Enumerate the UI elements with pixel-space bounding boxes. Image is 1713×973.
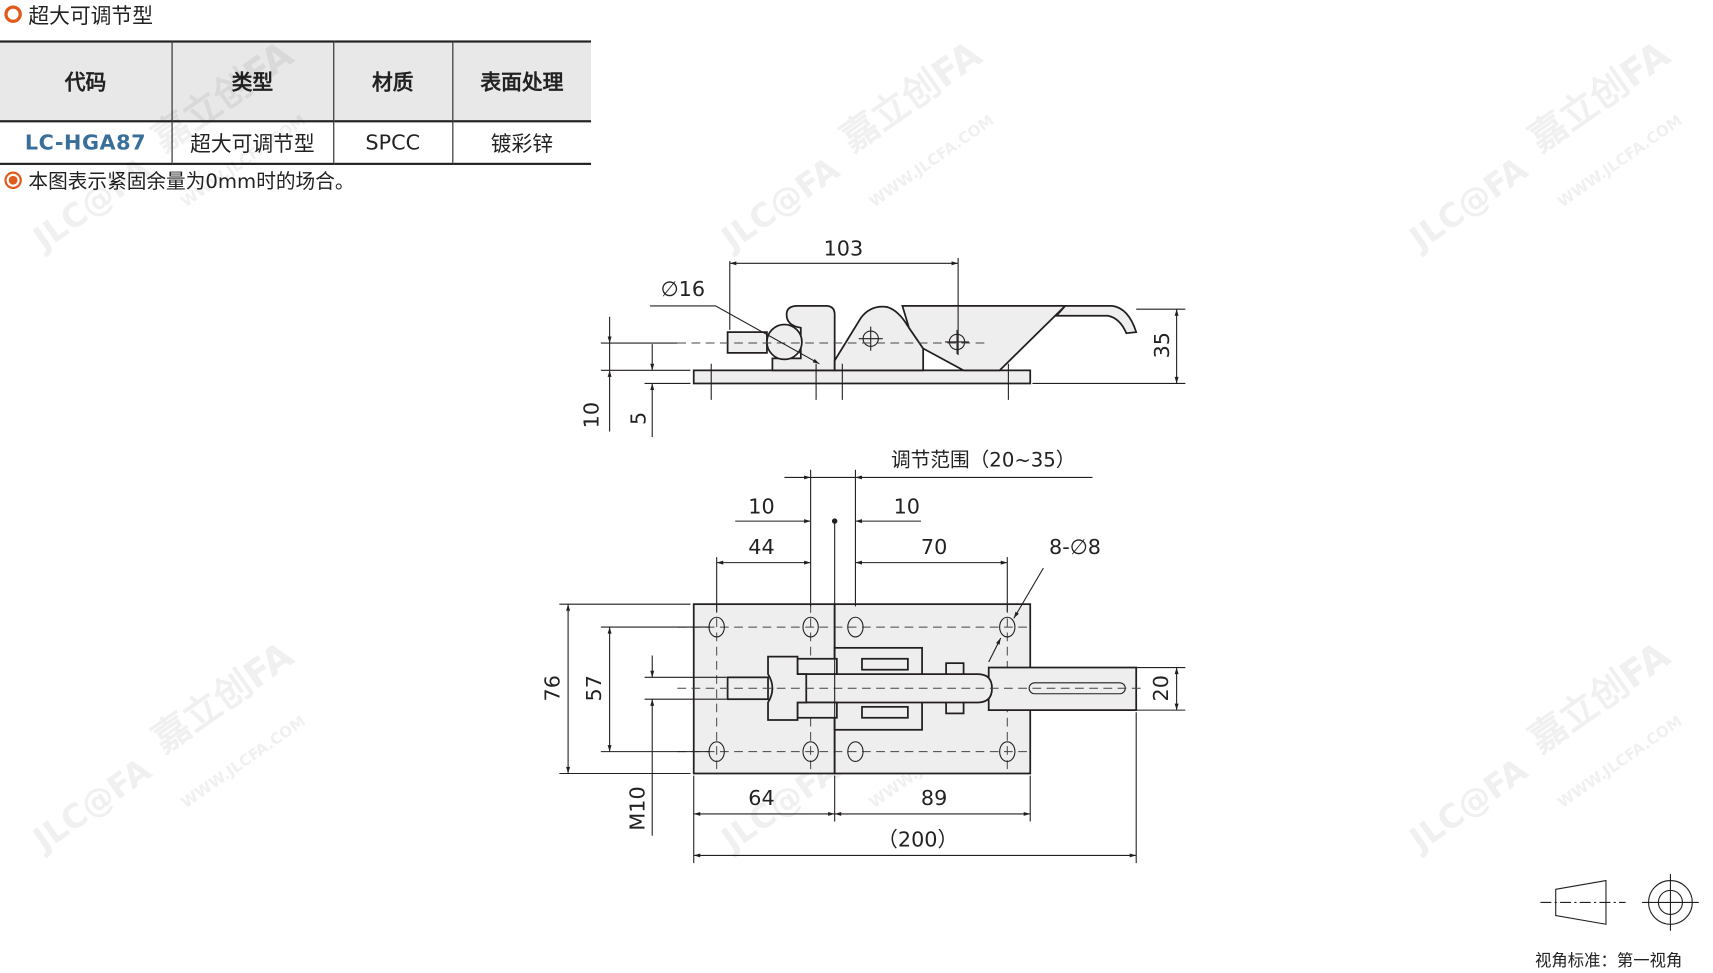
dim-103: 103: [824, 237, 864, 261]
cell-type: 超大可调节型: [170, 121, 334, 165]
dim-200: （200）: [877, 828, 958, 852]
dim-dia16: ∅16: [661, 277, 705, 301]
cell-surface: 镀彩锌: [451, 121, 592, 165]
dim-10-side: 10: [580, 402, 604, 428]
mounting-holes: [708, 616, 1016, 763]
spindle-side: [726, 331, 768, 354]
cell-material: SPCC: [332, 121, 453, 165]
handle-top: [987, 666, 1138, 711]
dim-44: 44: [748, 535, 774, 559]
dim-m10: M10: [626, 786, 650, 830]
side-view: 103 ∅16 35 10 5: [580, 237, 1186, 437]
dim-89: 89: [921, 786, 947, 810]
hole-centerlines: [677, 604, 1031, 774]
cell-code: LC-HGA87: [0, 121, 172, 165]
dim-64: 64: [748, 786, 774, 810]
svg-text:JLC@FA: JLC@FA: [25, 750, 159, 859]
dim-10-right: 10: [894, 494, 920, 518]
spec-table: 代码 类型 材质 表面处理 LC-HGA87 超大可调节型 SPCC 镀彩锌: [0, 40, 592, 165]
dim-35: 35: [1150, 332, 1174, 358]
base-plate-side: [692, 369, 1032, 385]
dim-10-left: 10: [748, 494, 774, 518]
svg-text:JLC@FA: JLC@FA: [1401, 150, 1535, 259]
top-view: 调节范围（20~35） 10 10 44 70 8-∅8 76: [540, 448, 1186, 864]
table-row: LC-HGA87 超大可调节型 SPCC 镀彩锌: [0, 121, 592, 165]
handle-side: [1054, 305, 1138, 335]
note-text: 本图表示紧固余量为0mm时的场合。: [28, 170, 355, 194]
roller-upper: [861, 657, 909, 671]
ball-head: [766, 323, 803, 361]
table-header-row: 代码 类型 材质 表面处理: [0, 40, 592, 123]
dim-70: 70: [921, 535, 947, 559]
header-code: 代码: [0, 40, 172, 123]
first-angle-projection-icon: 视角标准：第一视角: [1535, 873, 1699, 970]
adjust-range-label: 调节范围（20~35）: [891, 448, 1075, 471]
header-surface: 表面处理: [451, 40, 592, 123]
svg-text:JLC@FA: JLC@FA: [1401, 750, 1535, 859]
t-handle-nut: [767, 655, 808, 721]
lever-side: [901, 305, 1068, 372]
dim-20: 20: [1149, 675, 1173, 701]
spindle-top: [726, 676, 769, 701]
roller-lower: [861, 705, 909, 719]
section-title-text: 超大可调节型: [28, 3, 153, 28]
dim-holes: 8-∅8: [1049, 535, 1101, 559]
note-line: 本图表示紧固余量为0mm时的场合。: [4, 166, 355, 194]
link-upper: [796, 657, 838, 675]
dim-57: 57: [582, 675, 606, 701]
header-material: 材质: [332, 40, 453, 123]
dim-5: 5: [627, 412, 651, 425]
svg-text:JLC@FA: JLC@FA: [25, 150, 159, 259]
projection-label: 视角标准：第一视角: [1535, 951, 1682, 970]
section-title: 超大可调节型: [4, 0, 153, 28]
dot-bullet-icon: [4, 171, 22, 190]
dim-76: 76: [540, 675, 564, 701]
circle-bullet-icon: [4, 5, 22, 23]
header-type: 类型: [170, 40, 334, 123]
link-lower: [796, 701, 838, 719]
hook-body-side: [771, 305, 836, 372]
